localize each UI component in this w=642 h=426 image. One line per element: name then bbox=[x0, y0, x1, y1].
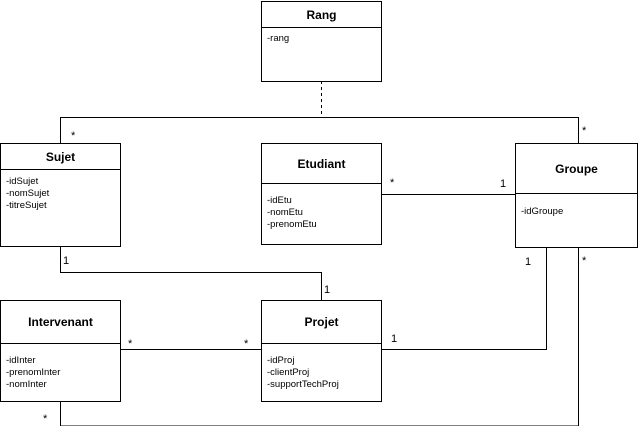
attribute: -rang bbox=[267, 33, 290, 44]
attribute: -idGroupe bbox=[521, 206, 564, 217]
multiplicity-intervenant-projet-intervenant: * bbox=[128, 338, 133, 350]
multiplicity-groupe-intervenant-groupe: * bbox=[582, 255, 587, 267]
multiplicity-groupe-intervenant-intervenant: * bbox=[43, 413, 48, 425]
multiplicity-sujet-rang: * bbox=[71, 130, 76, 142]
multiplicity-intervenant-projet-projet: * bbox=[244, 338, 249, 350]
association-groupe-projet bbox=[381, 247, 547, 350]
class-intervenant-attributes: -idInter -prenomInter -nomInter bbox=[1, 355, 120, 391]
class-intervenant[interactable]: Intervenant -idInter -prenomInter -nomIn… bbox=[0, 300, 121, 402]
attribute: -prenomInter bbox=[6, 367, 61, 378]
class-etudiant[interactable]: Etudiant -idEtu -nomEtu -prenomEtu bbox=[261, 143, 382, 245]
association-sujet-projet bbox=[60, 246, 322, 300]
attribute: -nomInter bbox=[6, 379, 47, 390]
class-projet-name: Projet bbox=[262, 301, 381, 344]
class-etudiant-name: Etudiant bbox=[262, 144, 381, 184]
attribute: -supportTechProj bbox=[267, 379, 339, 390]
class-rang-attributes: -rang bbox=[262, 33, 381, 45]
class-sujet[interactable]: Sujet -idSujet -nomSujet -titreSujet bbox=[0, 143, 121, 247]
attribute: -idInter bbox=[6, 355, 36, 366]
class-groupe-attributes: -idGroupe bbox=[516, 206, 637, 218]
attribute: -idProj bbox=[267, 355, 295, 366]
multiplicity-groupe-rang: * bbox=[582, 125, 587, 137]
multiplicity-etudiant-groupe-groupe: 1 bbox=[500, 178, 507, 190]
attribute: -titreSujet bbox=[6, 200, 47, 211]
attribute: -nomSujet bbox=[6, 188, 50, 199]
class-intervenant-name: Intervenant bbox=[1, 301, 120, 344]
class-rang-name: Rang bbox=[262, 2, 381, 28]
class-sujet-name: Sujet bbox=[1, 144, 120, 170]
attribute: -idEtu bbox=[267, 195, 292, 206]
attribute: -idSujet bbox=[6, 176, 39, 187]
multiplicity-groupe-projet-groupe: 1 bbox=[525, 256, 532, 268]
multiplicity-groupe-projet-projet: 1 bbox=[391, 333, 398, 345]
multiplicity-sujet-projet-sujet: 1 bbox=[63, 255, 70, 267]
class-groupe-name: Groupe bbox=[516, 144, 637, 194]
association-sujet-groupe bbox=[60, 117, 579, 143]
association-groupe-intervenant bbox=[60, 247, 579, 426]
multiplicity-sujet-projet-projet: 1 bbox=[324, 284, 331, 296]
attribute: -nomEtu bbox=[267, 207, 303, 218]
class-rang[interactable]: Rang -rang bbox=[261, 1, 382, 82]
class-etudiant-attributes: -idEtu -nomEtu -prenomEtu bbox=[262, 195, 381, 231]
class-sujet-attributes: -idSujet -nomSujet -titreSujet bbox=[1, 176, 120, 212]
class-projet-attributes: -idProj -clientProj -supportTechProj bbox=[262, 355, 381, 391]
class-groupe[interactable]: Groupe -idGroupe bbox=[515, 143, 638, 248]
attribute: -clientProj bbox=[267, 367, 310, 378]
class-projet[interactable]: Projet -idProj -clientProj -supportTechP… bbox=[261, 300, 382, 402]
attribute: -prenomEtu bbox=[267, 219, 317, 230]
multiplicity-etudiant-groupe-etudiant: * bbox=[390, 177, 395, 189]
